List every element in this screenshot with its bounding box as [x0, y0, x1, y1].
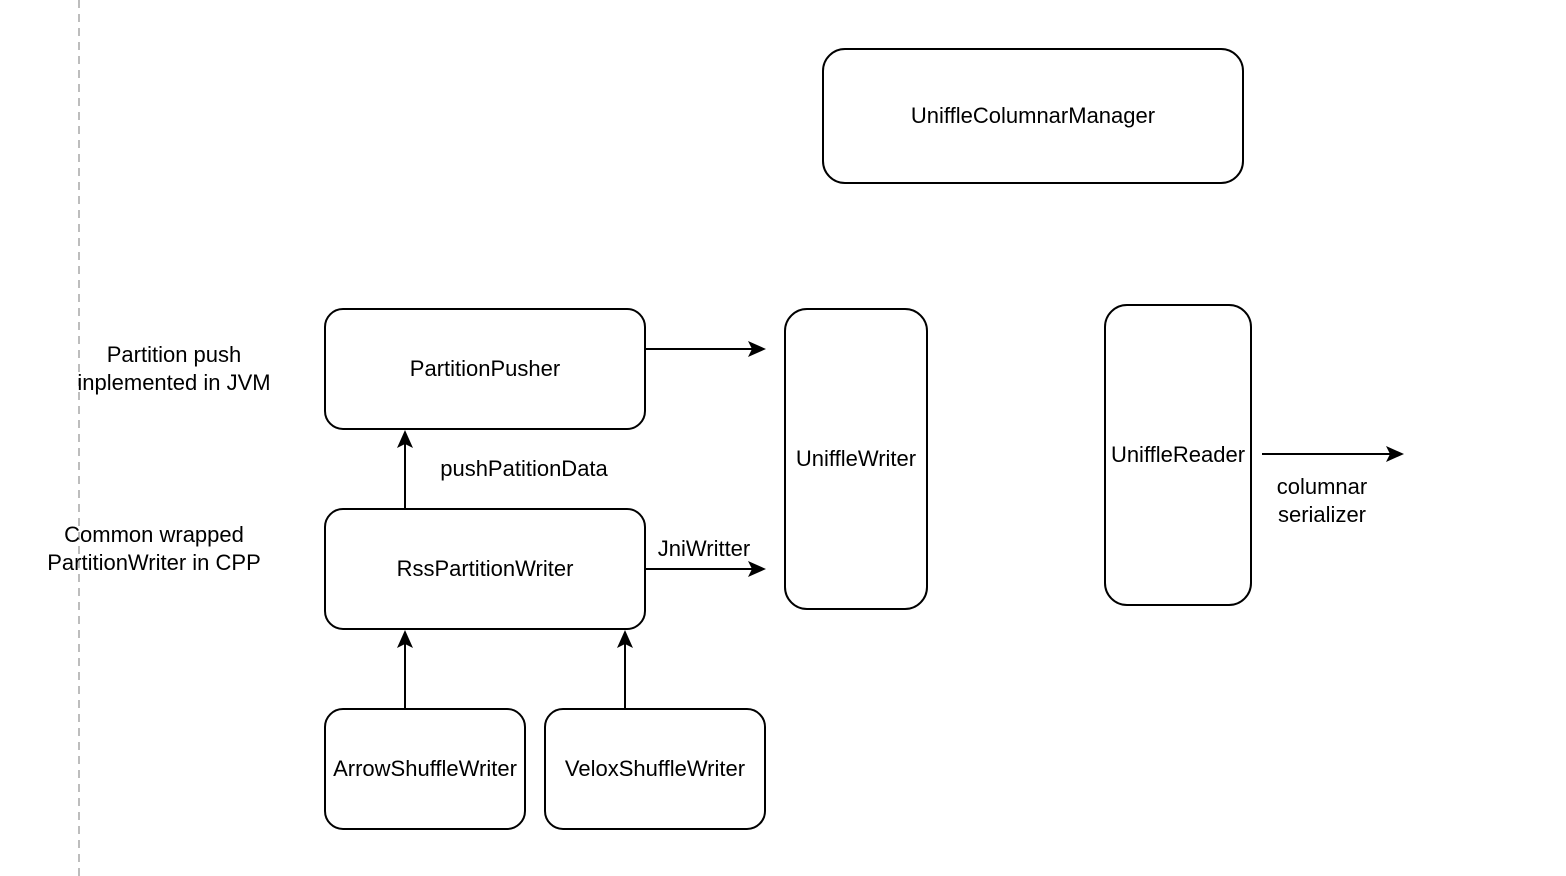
- node-uniffle-reader[interactable]: UniffleReader: [1104, 304, 1252, 606]
- node-label: VeloxShuffleWriter: [565, 756, 745, 781]
- node-label: UniffleReader: [1111, 442, 1245, 467]
- annotation-partition-push-line1: Partition push: [107, 342, 242, 367]
- edge-arrow-writer-to-rss-writer: [397, 630, 413, 708]
- annotation-columnar-serializer-line1: columnar: [1277, 474, 1367, 499]
- arrowhead-icon: [617, 630, 633, 648]
- edge-label-push-partition-data: pushPatitionData: [440, 456, 608, 481]
- edge-partition-pusher-to-uniffle-writer: [646, 341, 766, 357]
- node-velox-shuffle-writer[interactable]: VeloxShuffleWriter: [544, 708, 766, 830]
- annotation-common-wrapped-line2: PartitionWriter in CPP: [47, 550, 261, 575]
- arrowhead-icon: [397, 630, 413, 648]
- node-rss-partition-writer[interactable]: RssPartitionWriter: [324, 508, 646, 630]
- arrowhead-icon: [748, 341, 766, 357]
- node-label: RssPartitionWriter: [397, 556, 574, 581]
- node-partition-pusher[interactable]: PartitionPusher: [324, 308, 646, 430]
- edge-rss-writer-to-uniffle-writer: [646, 561, 766, 577]
- node-label: UniffleColumnarManager: [911, 103, 1155, 128]
- edge-velox-writer-to-rss-writer: [617, 630, 633, 708]
- node-label: PartitionPusher: [410, 356, 560, 381]
- edge-uniffle-reader-output: [1262, 446, 1404, 462]
- annotation-common-wrapped-line1: Common wrapped: [64, 522, 244, 547]
- edge-label-jni-writter: JniWritter: [658, 536, 751, 561]
- annotation-columnar-serializer-line2: serializer: [1278, 502, 1366, 527]
- node-label: ArrowShuffleWriter: [333, 756, 517, 781]
- node-label: UniffleWriter: [796, 446, 916, 471]
- node-arrow-shuffle-writer[interactable]: ArrowShuffleWriter: [324, 708, 526, 830]
- node-uniffle-columnar-manager[interactable]: UniffleColumnarManager: [822, 48, 1244, 184]
- arrowhead-icon: [397, 430, 413, 448]
- node-uniffle-writer[interactable]: UniffleWriter: [784, 308, 928, 610]
- edge-rss-writer-to-partition-pusher: [397, 430, 413, 508]
- arrowhead-icon: [1386, 446, 1404, 462]
- annotation-partition-push-line2: inplemented in JVM: [77, 370, 270, 395]
- arrowhead-icon: [748, 561, 766, 577]
